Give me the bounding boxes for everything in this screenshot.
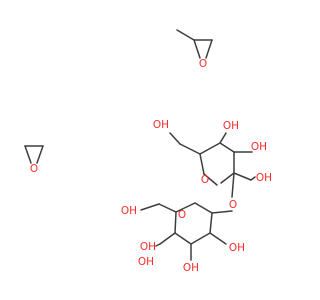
bond [199, 142, 221, 155]
bond [174, 232, 192, 245]
bond [158, 203, 177, 213]
hydroxyl-label: OH [256, 172, 272, 184]
bond [199, 153, 205, 175]
hydroxyl-label: OH [183, 262, 199, 274]
bond [24, 145, 32, 164]
bond [36, 145, 44, 164]
bond [205, 39, 213, 59]
bond [209, 212, 213, 234]
bond [233, 172, 252, 181]
bond [219, 142, 235, 153]
ring-oxygen-label: O [201, 174, 209, 186]
bond [219, 132, 227, 144]
background [0, 0, 300, 300]
bond [203, 173, 218, 186]
hydroxyl-label: OH [153, 119, 169, 131]
bond [220, 172, 235, 184]
oxygen-atom-label: O [199, 58, 207, 70]
oxirane-molecule: O [24, 145, 44, 175]
hydroxyl-label: OH [229, 242, 245, 254]
bond [155, 243, 161, 247]
hydroxyl-label: OH [140, 241, 156, 253]
hydroxyl-label: OH [223, 120, 239, 132]
bond [169, 132, 181, 145]
hydroxyl-label: OH [138, 256, 154, 268]
hydroxyl-label: OH [121, 205, 137, 217]
bond [250, 176, 256, 181]
oxygen-atom-label: O [30, 163, 38, 175]
bond [231, 172, 235, 198]
bond [194, 202, 213, 214]
bond [176, 29, 195, 41]
bond [190, 232, 211, 245]
bond [159, 232, 176, 245]
bond [211, 210, 233, 214]
bond [209, 232, 227, 245]
sucrose-molecule: OH OH OH O OH O OH O OH OH OH OH [121, 119, 272, 274]
bond [179, 143, 201, 155]
bond [175, 202, 196, 213]
bond [140, 203, 160, 211]
hydroxyl-label: OH [251, 141, 267, 153]
methyloxirane-molecule: O [176, 29, 213, 70]
bond [193, 39, 201, 59]
chemical-structure-canvas: O O OH OH [0, 0, 300, 300]
glycosidic-oxygen-label: O [229, 199, 237, 211]
ring-oxygen-label: O [178, 209, 186, 221]
bond [174, 211, 177, 234]
